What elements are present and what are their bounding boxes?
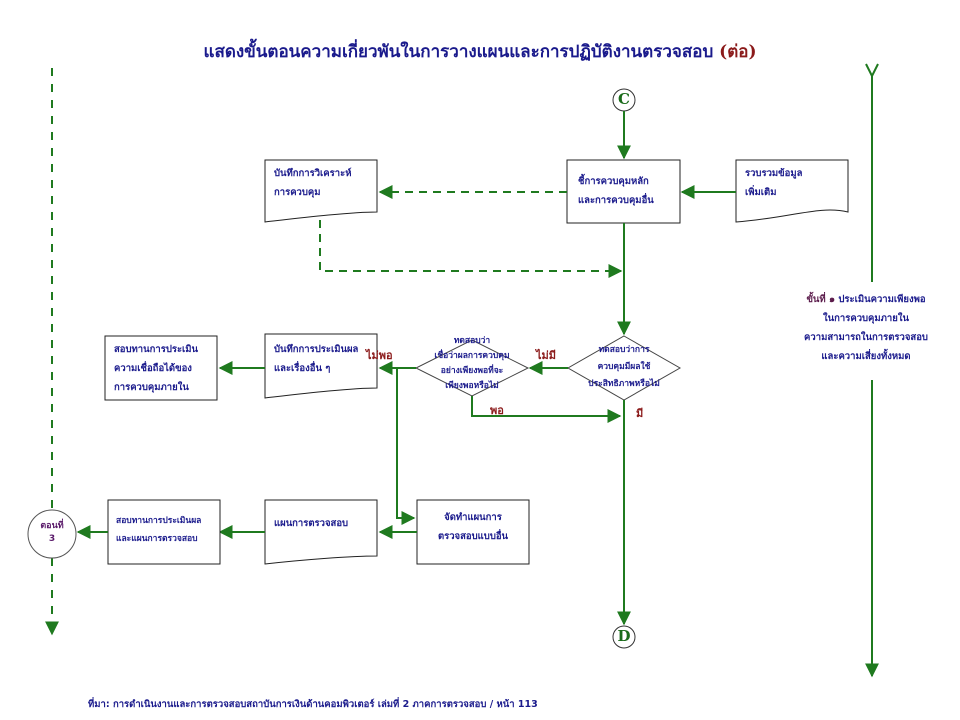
edge-no-to-alt-plan <box>396 368 416 525</box>
text-line: เชื่อว่าผลการควบคุม <box>434 351 510 361</box>
alt-plan-text: จัดทำแผนการ ตรวจสอบแบบอื่น <box>417 508 529 546</box>
edge-analysis-feedback-dashed <box>319 220 623 278</box>
edge-label-not-sufficient: ไม่พอ <box>366 349 393 362</box>
text-line: และการควบคุมอื่น <box>578 195 654 206</box>
step-note-line4: และความเสี่ยงทั้งหมด <box>821 351 911 362</box>
edge-label-yes: มี <box>636 407 644 420</box>
connector-c-label: C <box>618 90 630 108</box>
decision-sufficient-text: ทดสอบว่า เชื่อว่าผลการควบคุม อย่างเพียงพ… <box>418 334 526 394</box>
audit-plan-document <box>264 499 378 565</box>
gather-info-document <box>735 159 849 223</box>
decision-effective-text: ทดสอบว่าการ ควบคุมมีผลใช้ ประสิทธิภาพหรื… <box>566 342 682 393</box>
text-line: จัดทำแผนการ <box>444 512 502 523</box>
text-line: ชี้การควบคุมหลัก <box>578 176 649 187</box>
step-text: ประเมินความเพียงพอ <box>838 294 926 305</box>
text-line: บันทึกการวิเคราะห์ <box>274 168 352 179</box>
text-line: บันทึกการประเมินผล <box>274 344 359 355</box>
assessment-record-document <box>264 333 378 399</box>
review-plan-box <box>107 499 221 565</box>
gather-info-text: รวบรวมข้อมูล เพิ่มเติม <box>745 164 802 202</box>
step-note-line1: ขั้นที่ ๑ ประเมินความเพียงพอ <box>776 290 956 309</box>
text-line: สอบทานการประเมินผล <box>116 516 202 526</box>
edge-sufficient-yes <box>471 396 622 423</box>
text-line: อย่างเพียงพอที่จะ <box>440 366 504 376</box>
source-citation: ที่มา: การดำเนินงานและการตรวจสอบสถาบันกา… <box>88 699 538 710</box>
page-connector-line1: ตอนที่ <box>40 521 64 531</box>
page-connector-line2: 3 <box>48 534 56 544</box>
audit-plan-text: แผนการตรวจสอบ <box>274 514 348 533</box>
text-line: ความเชื่อถือได้ของ <box>114 363 192 374</box>
text-line: ประสิทธิภาพหรือไม่ <box>588 379 660 389</box>
text-line: ทดสอบว่า <box>453 336 491 346</box>
control-analysis-document <box>264 159 378 223</box>
text-line: สอบทานการประเมิน <box>114 344 199 355</box>
text-line: ควบคุมมีผลใช้ <box>597 362 651 372</box>
edge-label-no: ไม่มี <box>536 349 557 362</box>
reliance-review-box <box>104 335 218 401</box>
connector-d-label: D <box>617 627 631 645</box>
title-continued: (ต่อ) <box>719 42 757 62</box>
text-line: การควบคุม <box>274 187 321 198</box>
step-note: ขั้นที่ ๑ ประเมินความเพียงพอ ในการควบคุม… <box>776 290 956 366</box>
alt-plan-box <box>416 499 530 565</box>
text-line: ทดสอบว่าการ <box>598 345 650 355</box>
identify-controls-text: ชี้การควบคุมหลัก และการควบคุมอื่น <box>578 172 654 210</box>
assessment-record-text: บันทึกการประเมินผล และเรื่องอื่น ๆ <box>274 340 358 378</box>
step-note-line2: ในการควบคุมภายใน <box>823 313 909 324</box>
title-main: แสดงขั้นตอนความเกี่ยวพันในการวางแผนและกา… <box>203 42 714 62</box>
page-connector-circle <box>27 509 77 559</box>
text-line: รวบรวมข้อมูล <box>745 168 803 179</box>
page-title: แสดงขั้นตอนความเกี่ยวพันในการวางแผนและกา… <box>0 38 960 65</box>
text-line: เพียงพอหรือไม่ <box>445 381 499 391</box>
control-analysis-text: บันทึกการวิเคราะห์ การควบคุม <box>274 164 351 202</box>
text-line: เพิ่มเติม <box>745 187 777 198</box>
text-line: และแผนการตรวจสอบ <box>116 534 198 544</box>
connector-d-circle <box>612 625 636 649</box>
step-note-line3: ความสามารถในการตรวจสอบ <box>804 332 928 343</box>
identify-controls-box <box>566 159 681 224</box>
page-connector-label: ตอนที่ 3 <box>32 520 72 546</box>
review-plan-text: สอบทานการประเมินผล และแผนการตรวจสอบ <box>116 512 201 548</box>
text-line: ตรวจสอบแบบอื่น <box>437 531 509 542</box>
text-line: การควบคุมภายใน <box>114 382 189 393</box>
edge-label-sufficient: พอ <box>490 404 504 417</box>
step-number: ขั้นที่ ๑ <box>806 294 836 305</box>
reliance-review-text: สอบทานการประเมิน ความเชื่อถือได้ของ การค… <box>114 340 198 397</box>
text-line: และเรื่องอื่น ๆ <box>274 363 331 374</box>
right-boundary-fork-icon <box>865 63 879 79</box>
text-line: แผนการตรวจสอบ <box>274 518 349 529</box>
